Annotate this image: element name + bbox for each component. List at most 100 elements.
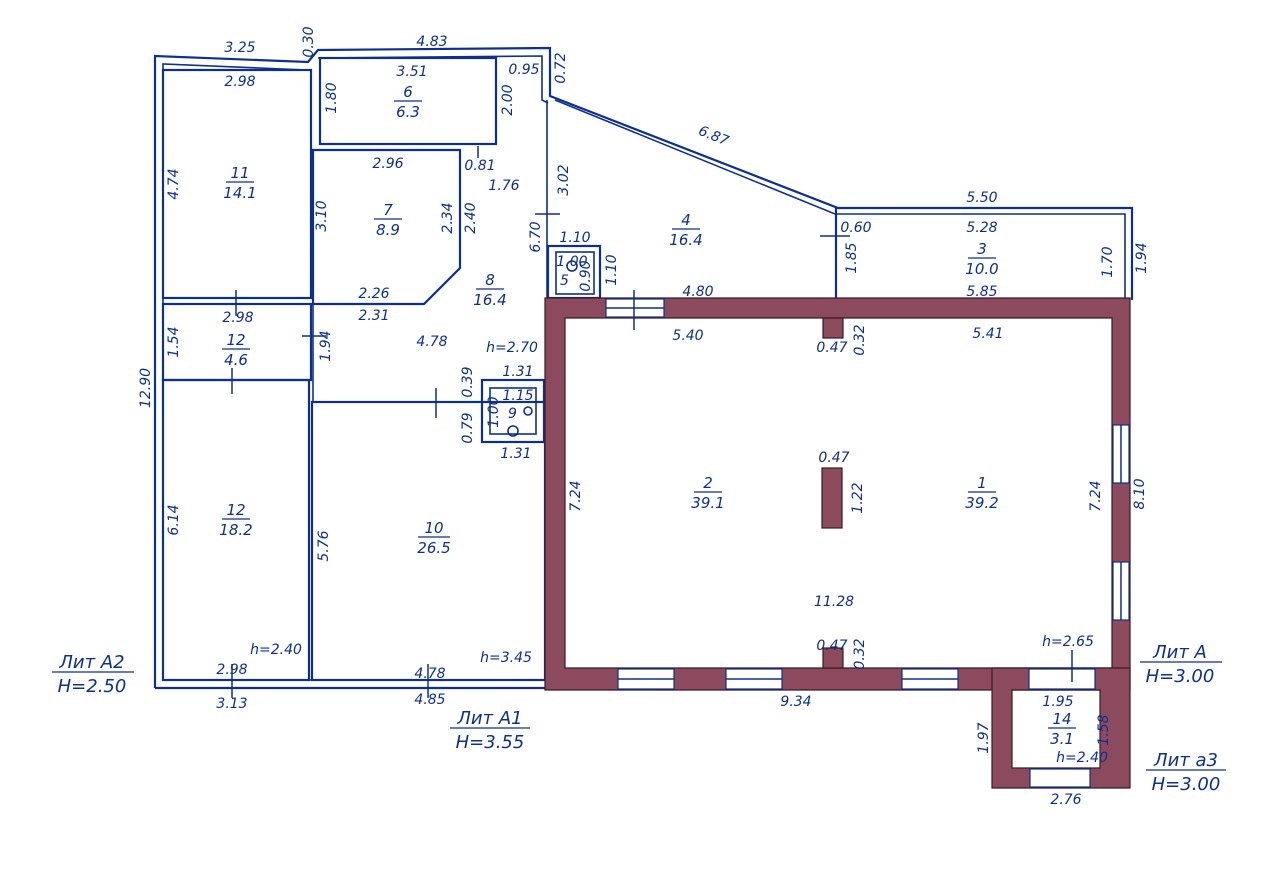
dim: 5.50: [966, 190, 997, 206]
room-8-label: 816.4: [473, 271, 506, 309]
dim: 5.85: [966, 284, 997, 300]
dim: 1.94: [318, 330, 334, 361]
room-9-outline: [480, 378, 546, 444]
height-label: h=3.45: [480, 650, 532, 666]
dim: 3.13: [216, 696, 247, 712]
room-12b-label: 12 18.2: [219, 501, 252, 539]
dim: 2.26: [358, 286, 389, 302]
dim: 6.87: [696, 123, 731, 150]
liter-legends: Лит А2 Н=2.50 Лит А1 Н=3.55 Лит А Н=3.00…: [52, 642, 1226, 795]
svg-text:Лит А: Лит А: [1152, 642, 1207, 663]
room-14-label: 143.1: [1048, 710, 1076, 748]
dim: 2.98: [222, 310, 253, 326]
dim: 2.40: [463, 202, 479, 233]
svg-text:Н=3.00: Н=3.00: [1152, 774, 1221, 795]
dim: 4.83: [416, 34, 447, 50]
room-12a-label: 124.6: [222, 331, 250, 369]
dim: 0.60: [840, 220, 871, 236]
dim: 1.31: [500, 446, 531, 462]
svg-text:11: 11: [230, 164, 249, 182]
dim: 1.94: [1134, 242, 1150, 273]
room-2-label: 239.1: [691, 474, 724, 512]
svg-text:1: 1: [977, 474, 987, 492]
dim: 0.79: [460, 412, 476, 443]
dim: 12.90: [138, 368, 154, 408]
dim: 5.40: [672, 328, 703, 344]
dim: 0.39: [460, 366, 476, 397]
dim: 1.80: [324, 82, 340, 113]
dim: 4.78: [414, 666, 445, 682]
brick-walls: [544, 297, 1131, 789]
svg-text:3.1: 3.1: [1050, 730, 1074, 748]
svg-text:10.0: 10.0: [965, 260, 998, 278]
dim: 2.34: [440, 202, 456, 233]
svg-text:39.1: 39.1: [691, 494, 724, 512]
liter-a2: Лит А2 Н=2.50: [52, 652, 134, 697]
dim: 3.25: [224, 40, 255, 56]
dim: 1.76: [488, 178, 519, 194]
room-6-label: 66.3: [394, 83, 422, 121]
svg-text:8.9: 8.9: [376, 221, 400, 239]
dim: 1.15: [502, 388, 533, 404]
dim: 1.22: [850, 482, 866, 513]
windows: [605, 298, 1130, 788]
outer-walls-wing: [153, 46, 1134, 690]
dim: 8.10: [1132, 478, 1148, 509]
dim: 3.51: [396, 64, 427, 80]
svg-text:12: 12: [226, 331, 245, 349]
svg-text:Лит А2: Лит А2: [58, 652, 124, 673]
dim: 2.96: [372, 156, 403, 172]
dim: 1.97: [976, 722, 992, 753]
dim: 0.32: [852, 638, 868, 669]
height-label: h=2.70: [486, 340, 538, 356]
dim: 5.76: [316, 530, 332, 561]
svg-text:7: 7: [383, 201, 393, 219]
room-7-outline: [311, 148, 462, 306]
dim: 2.98: [216, 662, 247, 678]
svg-text:Лит А1: Лит А1: [456, 708, 522, 729]
svg-text:18.2: 18.2: [219, 521, 252, 539]
dim: 4.78: [416, 334, 447, 350]
height-label: h=2.65: [1042, 634, 1094, 650]
room-12b-outline: [161, 378, 311, 682]
dim: 1.00: [556, 254, 587, 270]
height-label: h=2.40: [1056, 750, 1108, 766]
svg-text:Н=3.00: Н=3.00: [1146, 666, 1215, 687]
dim: 1.00: [486, 396, 502, 427]
room-11-label: 11 14.1: [223, 164, 256, 202]
dim: 4.74: [166, 168, 182, 199]
room-4-label: 416.4: [669, 211, 702, 249]
dim: 0.95: [508, 62, 539, 78]
dim: 5.28: [966, 220, 997, 236]
dim: 6.70: [528, 221, 544, 252]
room-5-number: 5: [560, 273, 569, 289]
dim: 2.98: [224, 74, 255, 90]
dim: 0.90: [578, 260, 594, 291]
dim: 4.80: [682, 284, 713, 300]
dim: 6.14: [166, 504, 182, 535]
dim: 1.70: [1100, 246, 1116, 277]
dim: 5.41: [972, 326, 1003, 342]
dimension-labels: 3.25 0.30 4.83 0.95 0.72 2.98 3.51 1.80 …: [138, 26, 1150, 808]
svg-text:14.1: 14.1: [223, 184, 256, 202]
svg-text:3: 3: [977, 240, 987, 258]
dim: 3.02: [556, 164, 572, 195]
dim: 1.95: [1042, 694, 1073, 710]
svg-text:39.2: 39.2: [965, 494, 998, 512]
svg-text:Н=3.55: Н=3.55: [456, 732, 525, 753]
dim: 0.72: [553, 52, 569, 83]
dim: 1.54: [166, 326, 182, 357]
svg-text:14: 14: [1052, 710, 1071, 728]
dim: 0.47: [818, 450, 849, 466]
liter-a1: Лит А1 Н=3.55: [450, 708, 530, 753]
svg-text:4: 4: [681, 211, 691, 229]
svg-text:16.4: 16.4: [669, 231, 702, 249]
dim: 0.32: [852, 324, 868, 355]
svg-text:12: 12: [226, 501, 245, 519]
height-labels: h=2.70 h=2.40 h=3.45 h=2.65 h=2.40: [250, 340, 1108, 766]
dim: 1.58: [1096, 714, 1112, 745]
dim: 1.10: [604, 254, 620, 285]
svg-text:8: 8: [485, 271, 495, 289]
dim: 1.85: [844, 242, 860, 273]
